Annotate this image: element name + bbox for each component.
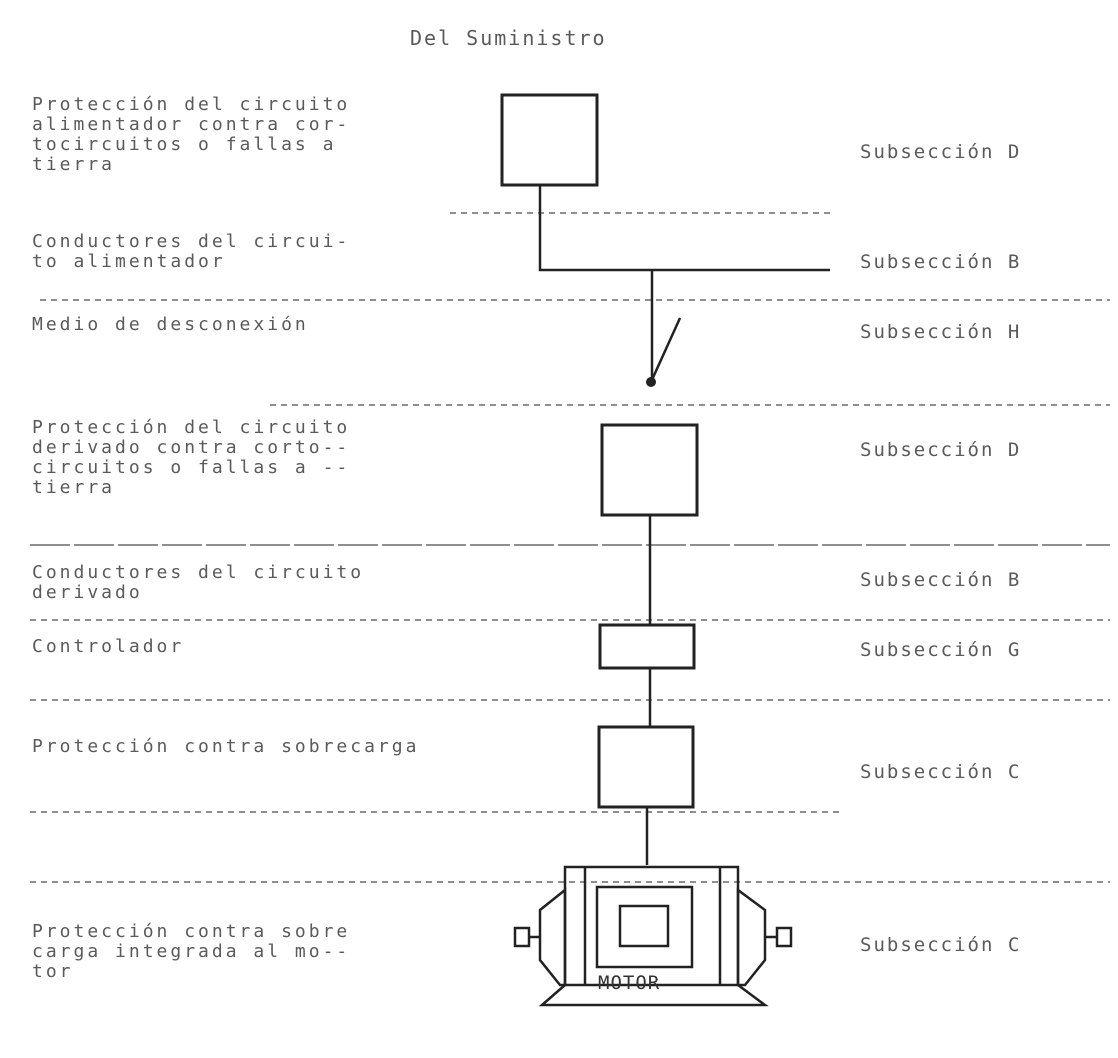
row-label-feeder-conductors: Conductores del circui- to alimentador	[32, 231, 351, 272]
branch-protection-box	[600, 423, 699, 517]
row-label-controller: Controlador	[32, 636, 185, 657]
page-title: Del Suministro	[410, 26, 607, 50]
motor-icon	[513, 865, 793, 1007]
row-label-branch-protection: Protección del circuito derivado contra …	[32, 417, 351, 498]
overload-protection-box	[597, 725, 695, 809]
row-section-feeder-protection: Subsección D	[860, 141, 1022, 163]
controller-box	[598, 623, 696, 670]
motor-label: MOTOR	[598, 972, 661, 994]
row-section-overload-protection: Subsección C	[860, 761, 1022, 783]
row-section-controller: Subsección G	[860, 639, 1022, 661]
row-label-integrated-overload: Protección contra sobre carga integrada …	[32, 921, 351, 982]
row-section-branch-conductors: Subsección B	[860, 569, 1022, 591]
row-label-feeder-protection: Protección del circuito alimentador cont…	[32, 94, 351, 175]
row-label-branch-conductors: Conductores del circuito derivado	[32, 562, 365, 603]
row-label-disconnect: Medio de desconexión	[32, 314, 309, 335]
row-separators	[30, 212, 1110, 883]
row-section-feeder-conductors: Subsección B	[860, 251, 1022, 273]
row-section-disconnect: Subsección H	[860, 321, 1022, 343]
row-label-overload-protection: Protección contra sobrecarga	[32, 736, 420, 757]
row-section-branch-protection: Subsección D	[860, 439, 1022, 461]
feeder-conductor	[538, 185, 830, 272]
row-section-integrated-overload: Subsección C	[860, 934, 1022, 956]
feeder-protection-box	[500, 93, 599, 187]
